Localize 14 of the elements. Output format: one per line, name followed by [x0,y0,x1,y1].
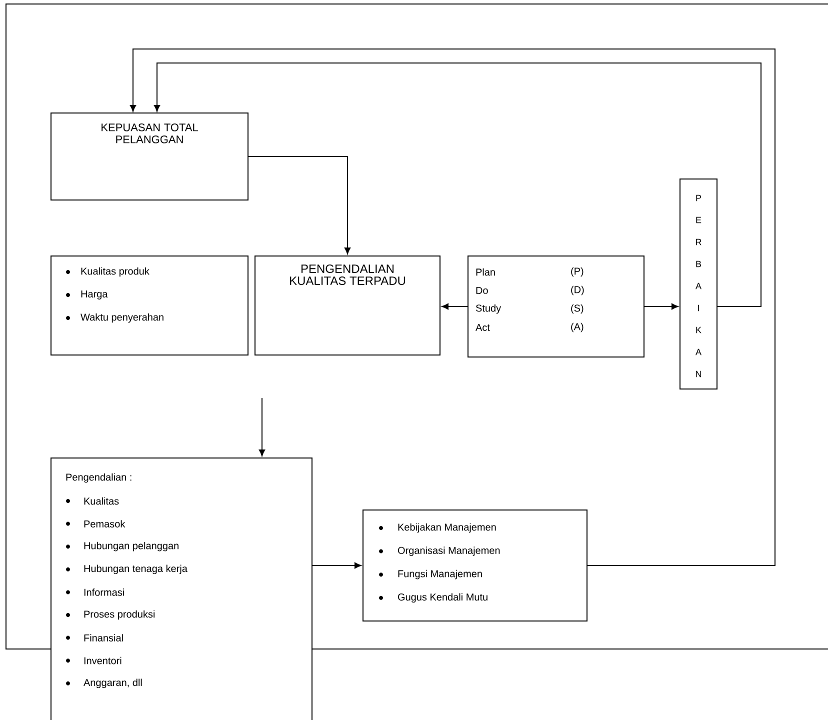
process-box: PENGENDALIAN KUALITAS TERPADU [254,256,440,356]
arrow [248,156,351,254]
list-box: Kualitas produk Harga Waktu penyerahan [50,256,248,356]
arrow [258,398,266,456]
list-box: Kebijakan Manajemen Organisasi Manajemen Fungsi Manajemen Gugus Kendali Mutu [362,510,588,622]
vertical-box: PERBAIKAN [680,178,718,390]
arrow [154,62,762,307]
arrow [312,562,362,569]
list-box: Pengendalian : Kualitas Pemasok Hubungan pelanggan Hubungan tenaga kerja Informasi Proses produksi Finansial Inventori Anggaran, dll [50,458,312,720]
arrow [130,48,776,566]
title-box: KEPUASAN TOTAL PELANGGAN [50,112,248,200]
arrow [442,303,468,310]
cycle-box: Plan (P) Do (D) Study (S) Act (A) [468,256,644,358]
arrow [644,303,678,310]
